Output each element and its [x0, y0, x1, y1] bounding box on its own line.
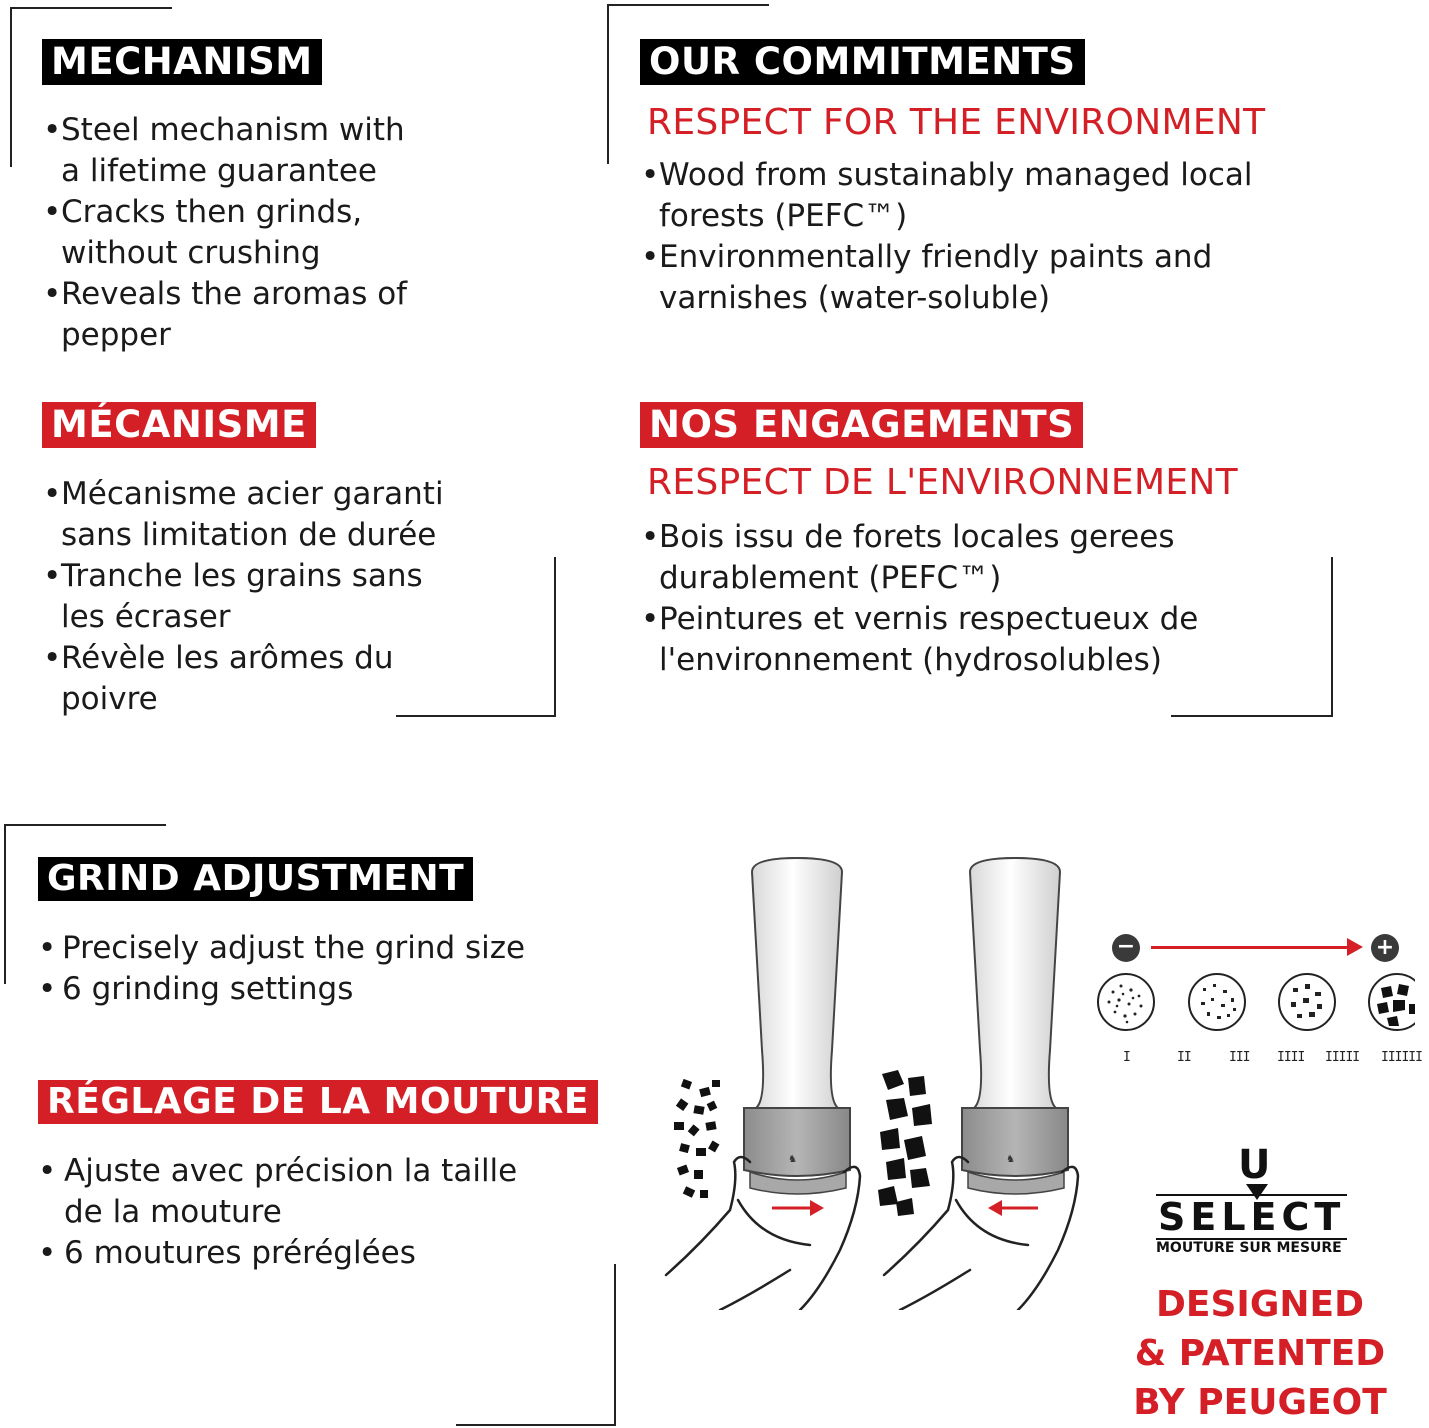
grind-level-1: I — [1123, 1050, 1131, 1065]
designed-line-1: DESIGNED — [1156, 1284, 1364, 1325]
list-item: Reveals the aromas of pepper — [43, 274, 407, 356]
fine-pepper-grains — [674, 1078, 720, 1198]
grind-bullet-list: Precisely adjust the grind size 6 grindi… — [38, 928, 525, 1010]
mechanism-bullet-list: Steel mechanism with a lifetime guarante… — [43, 110, 407, 356]
left-hand — [664, 1155, 862, 1310]
commitments-subtitle: RESPECT FOR THE ENVIRONMENT — [647, 102, 1266, 143]
corner-bracket-engagements — [1171, 557, 1333, 717]
corner-bracket-top-middle — [607, 4, 769, 164]
list-item: Ajuste avec précision la taille de la mo… — [38, 1151, 517, 1233]
grind-sample-fine — [1097, 973, 1155, 1031]
grind-title: GRIND ADJUSTMENT — [38, 857, 474, 901]
engagements-bullet-list: Bois issu de forets locales gerees durab… — [641, 517, 1198, 681]
mecanisme-bullet-list: Mécanisme acier garanti sans limitation … — [43, 474, 444, 720]
svg-text:♞: ♞ — [1006, 1154, 1015, 1165]
pepper-mill-illustration: ♞ ♞ — [664, 856, 1080, 1310]
list-item: Precisely adjust the grind size — [38, 928, 525, 969]
designed-line-3: BY PEUGEOT — [1133, 1382, 1387, 1423]
plus-icon: + — [1371, 934, 1399, 962]
list-item: Wood from sustainably managed local fore… — [641, 155, 1253, 237]
grind-scale: − + — [1095, 930, 1423, 1070]
minus-icon: − — [1112, 934, 1140, 962]
right-hand — [882, 1155, 1080, 1310]
left-mill: ♞ — [743, 856, 851, 1195]
reglage-title: RÉGLAGE DE LA MOUTURE — [38, 1080, 598, 1124]
list-item: Environmentally friendly paints and varn… — [641, 237, 1253, 319]
scale-arrow — [1151, 946, 1349, 949]
list-item: Steel mechanism with a lifetime guarante… — [43, 110, 407, 192]
engagements-title: NOS ENGAGEMENTS — [640, 402, 1084, 448]
coarse-pepper-grains — [878, 1070, 932, 1216]
logo-tagline: MOUTURE SUR MESURE — [1156, 1240, 1342, 1256]
grind-level-2: II — [1177, 1050, 1192, 1065]
u-select-logo: U SELECT MOUTURE SUR MESURE — [1150, 1142, 1370, 1260]
list-item: Peintures et vernis respectueux de l'env… — [641, 599, 1198, 681]
designed-line-2: & PATENTED — [1134, 1333, 1386, 1374]
corner-bracket-mecanisme — [396, 557, 556, 717]
list-item: Cracks then grinds, without crushing — [43, 192, 407, 274]
designed-patented-block: DESIGNED & PATENTED BY PEUGEOT — [1110, 1280, 1410, 1427]
list-item: 6 moutures préréglées — [38, 1233, 517, 1274]
grind-sample-coarse — [1368, 973, 1415, 1031]
mechanism-title: MECHANISM — [42, 39, 322, 85]
list-item: 6 grinding settings — [38, 969, 525, 1010]
corner-bracket-grind — [4, 824, 166, 984]
right-mill: ♞ — [961, 856, 1069, 1195]
reglage-bullet-list: Ajuste avec précision la taille de la mo… — [38, 1151, 517, 1274]
engagements-subtitle: RESPECT DE L'ENVIRONNEMENT — [647, 462, 1238, 503]
logo-word: SELECT — [1156, 1194, 1348, 1240]
list-item: Bois issu de forets locales gerees durab… — [641, 517, 1198, 599]
mecanisme-title: MÉCANISME — [42, 402, 316, 448]
svg-text:♞: ♞ — [788, 1154, 797, 1165]
grind-level-4: IIII — [1277, 1050, 1305, 1065]
right-arrow — [988, 1200, 1038, 1216]
left-arrow — [772, 1200, 824, 1216]
logo-letter-u: U — [1238, 1142, 1271, 1188]
grind-level-3: III — [1229, 1050, 1251, 1065]
list-item: Révèle les arômes du poivre — [43, 638, 444, 720]
grind-level-5: IIIII — [1325, 1050, 1360, 1065]
list-item: Tranche les grains sans les écraser — [43, 556, 444, 638]
scale-arrow-head — [1347, 938, 1363, 956]
commitments-title: OUR COMMITMENTS — [640, 39, 1085, 85]
grind-sample-medium-fine — [1188, 973, 1246, 1031]
corner-bracket-top-left — [10, 7, 172, 167]
grind-level-6: IIIIII — [1381, 1050, 1423, 1065]
corner-bracket-reglage — [456, 1264, 616, 1426]
list-item: Mécanisme acier garanti sans limitation … — [43, 474, 444, 556]
grind-sample-medium-coarse — [1278, 973, 1336, 1031]
commitments-bullet-list: Wood from sustainably managed local fore… — [641, 155, 1253, 319]
logo-triangle-icon — [1246, 1184, 1268, 1200]
